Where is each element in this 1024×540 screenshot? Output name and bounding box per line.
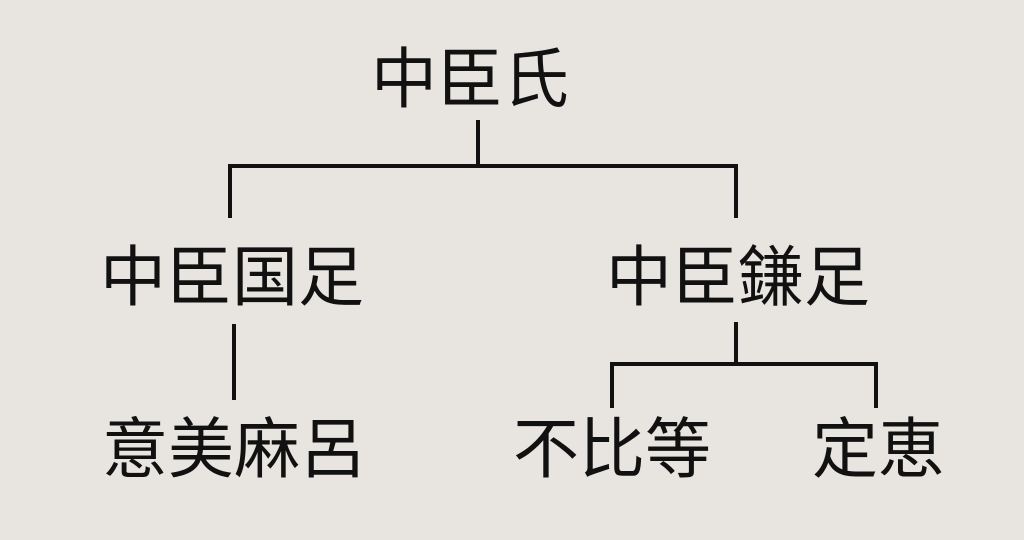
right-node: 中臣鎌足 [606, 239, 870, 316]
root-node: 中臣氏 [371, 41, 569, 118]
left-node: 中臣国足 [100, 239, 364, 316]
left-child-node: 意美麻呂 [102, 411, 366, 488]
right-first-child-node: 不比等 [513, 411, 711, 488]
right-second-child-node: 定恵 [812, 411, 944, 488]
